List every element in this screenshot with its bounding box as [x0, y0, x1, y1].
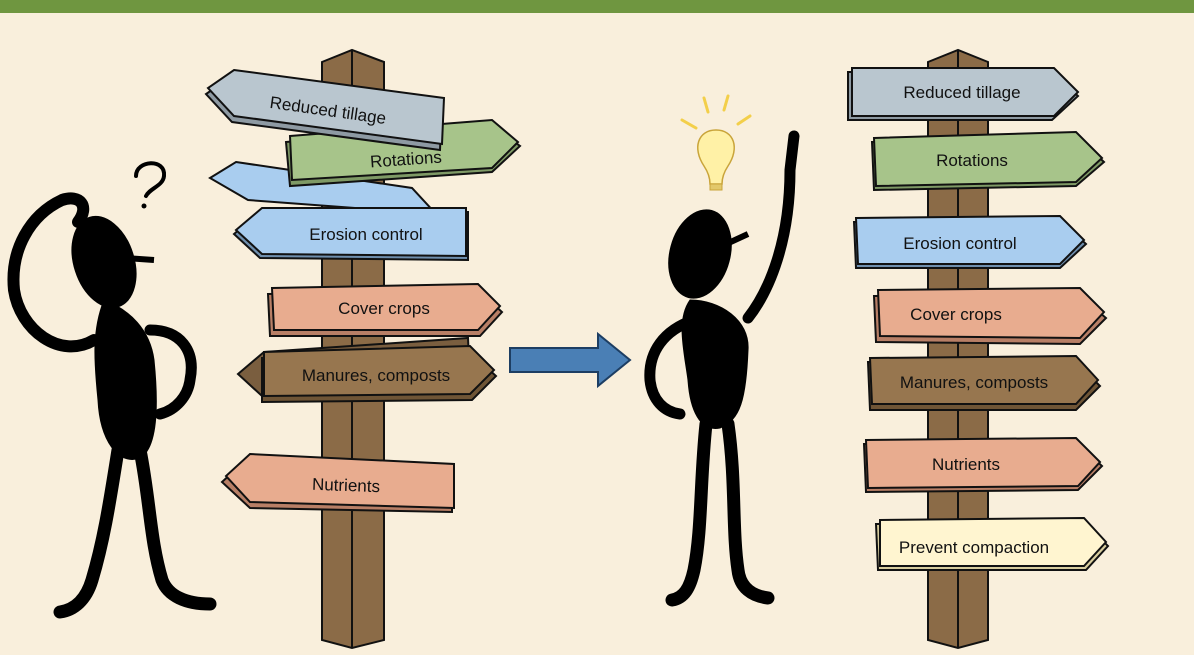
right-sign-label: Reduced tillage [903, 83, 1020, 102]
right-sign-nutrients: Nutrients [862, 436, 1104, 494]
right-sign-rotations: Rotations [870, 130, 1106, 192]
right-sign-label: Rotations [936, 151, 1008, 170]
right-sign-label: Manures, composts [900, 373, 1048, 392]
left-sign-rotations: Rotations [284, 118, 522, 188]
right-sign-label: Cover crops [910, 305, 1002, 324]
top-frame-bar [0, 0, 1194, 13]
right-sign-label: Erosion control [903, 234, 1016, 253]
idea-person-icon [644, 130, 800, 607]
left-sign-nutrients: Nutrients [220, 452, 455, 514]
left-sign-label: Erosion control [309, 225, 422, 244]
left-sign-cover-crops: Cover crops [266, 282, 504, 337]
left-sign-reduced-tillage: Reduced tillage [204, 68, 446, 152]
light-bulb-icon [680, 94, 752, 191]
right-sign-reduced-tillage: Reduced tillage [847, 67, 1080, 121]
right-sign-label: Nutrients [932, 455, 1000, 474]
right-sign-cover-crops: Cover crops [872, 286, 1108, 346]
right-sign-erosion-control: Erosion control [852, 214, 1088, 269]
left-sign-label: Cover crops [338, 299, 430, 318]
right-sign-prevent-compaction: Prevent compaction [874, 516, 1110, 571]
left-sign-erosion-control: Erosion control [232, 207, 469, 262]
left-signpost: Rotations Reduced tillage Erosion contro… [204, 48, 522, 650]
left-sign-label: Manures, composts [302, 366, 450, 385]
left-sign-manures: Manures, composts [236, 336, 498, 404]
question-mark-icon [134, 161, 166, 209]
right-signpost: Reduced tillage Rotations Erosion contro… [847, 48, 1110, 650]
right-sign-manures: Manures, composts [866, 354, 1102, 411]
left-sign-label: Rotations [369, 148, 442, 172]
right-arrow-icon [509, 331, 632, 389]
bottom-border [0, 655, 1194, 658]
confused-person-icon [7, 192, 217, 619]
left-sign-label: Nutrients [312, 475, 381, 496]
right-sign-label: Prevent compaction [899, 538, 1049, 557]
